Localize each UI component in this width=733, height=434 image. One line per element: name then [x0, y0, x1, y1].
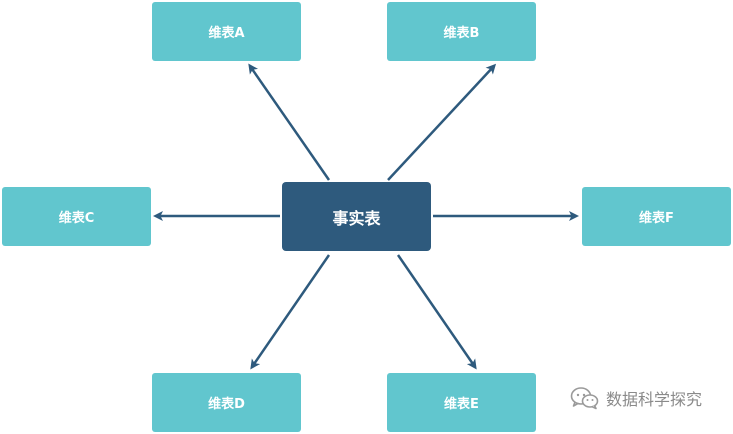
- fact-table: 事实表: [282, 182, 431, 251]
- dimension-table-d-label: 维表D: [208, 397, 245, 412]
- dimension-table-d: 维表D: [152, 373, 301, 432]
- dimension-table-e: 维表E: [387, 373, 536, 432]
- dimension-table-c-label: 维表C: [58, 211, 95, 226]
- fact-table-label: 事实表: [332, 208, 381, 228]
- arrow-to-dim-e: [396, 254, 477, 370]
- dimension-table-b: 维表B: [387, 2, 536, 61]
- dimension-table-f-label: 维表F: [639, 211, 674, 226]
- dimension-table-b-label: 维表B: [443, 26, 480, 41]
- dimension-table-e-label: 维表E: [444, 397, 479, 412]
- dimension-table-f: 维表F: [582, 187, 731, 246]
- dimension-table-a-label: 维表A: [208, 26, 245, 41]
- dimension-table-a: 维表A: [152, 2, 301, 61]
- dimension-table-c: 维表C: [2, 187, 151, 246]
- watermark-text: 数据科学探究: [606, 390, 703, 409]
- arrow-to-dim-b: [387, 63, 497, 181]
- arrow-to-dim-d: [250, 254, 331, 370]
- arrow-to-dim-a: [248, 63, 331, 181]
- watermark: 数据科学探究: [570, 386, 702, 410]
- wechat-icon: [570, 387, 599, 410]
